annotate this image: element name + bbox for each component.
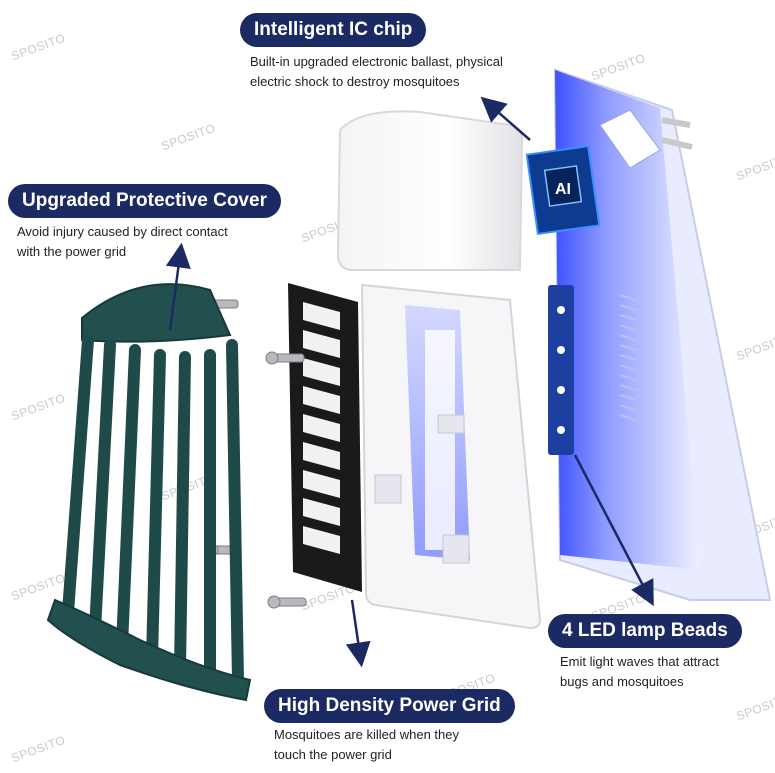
chip-label: AI [555, 181, 571, 198]
ai-chip: AI [525, 144, 601, 236]
callout-title-grid: High Density Power Grid [264, 689, 515, 723]
callout-desc-line: Emit light waves that attract [560, 654, 719, 669]
callout-arrows [165, 96, 654, 668]
protective-cover [46, 283, 252, 702]
callout-desc-line: Built-in upgraded electronic ballast, ph… [250, 54, 503, 69]
back-plate [548, 68, 772, 601]
white-shell [336, 110, 542, 630]
callout-title-led: 4 LED lamp Beads [548, 614, 742, 648]
callout-title-cover: Upgraded Protective Cover [8, 184, 281, 218]
callout-title-ic-chip: Intelligent IC chip [240, 13, 427, 47]
callout-desc-line: with the power grid [17, 244, 127, 259]
callout-desc-line: bugs and mosquitoes [560, 674, 684, 689]
callout-desc-cover: Avoid injury caused by direct contact wi… [17, 222, 228, 262]
callout-desc-grid: Mosquitoes are killed when they touch th… [274, 725, 459, 765]
callout-desc-line: Mosquitoes are killed when they [274, 727, 459, 742]
power-grid [288, 283, 362, 592]
callout-desc-ic-chip: Built-in upgraded electronic ballast, ph… [250, 52, 503, 92]
callout-desc-led: Emit light waves that attract bugs and m… [560, 652, 719, 692]
callout-desc-line: touch the power grid [274, 747, 392, 762]
callout-desc-line: Avoid injury caused by direct contact [17, 224, 228, 239]
callout-desc-line: electric shock to destroy mosquitoes [250, 74, 460, 89]
